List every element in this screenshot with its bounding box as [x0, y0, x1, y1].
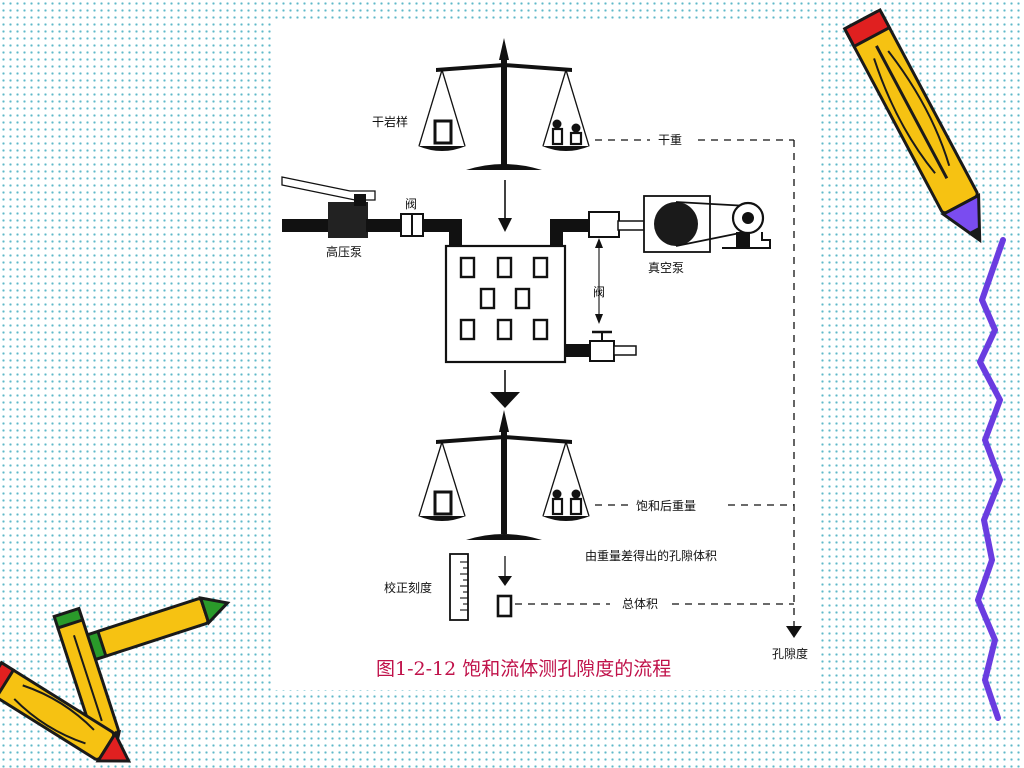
label-total-volume: 总体积	[622, 597, 658, 611]
vacuum-pump-icon	[643, 195, 771, 253]
pencil-icon	[82, 596, 231, 663]
figure-caption: 图1-2-12 饱和流体测孔隙度的流程	[376, 658, 671, 680]
saturation-chamber	[444, 244, 637, 364]
label-pore-volume: 由重量差得出的孔隙体积	[585, 548, 717, 563]
down-arrow-icon	[498, 218, 512, 232]
label-valve-side: 阀	[593, 285, 605, 299]
dashed-connectors	[515, 139, 795, 628]
decorative-wave	[975, 237, 1006, 721]
weights-icon	[551, 489, 583, 516]
pencil-icon	[0, 660, 132, 763]
valve-side-icon	[589, 340, 615, 362]
down-arrow-icon	[490, 392, 520, 408]
calibrated-scale-icon	[449, 553, 469, 621]
label-saturated-weight: 饱和后重量	[636, 498, 696, 513]
total-volume-sample-icon	[496, 594, 513, 618]
pencil-icon	[842, 7, 982, 244]
dry-sample-icon	[433, 119, 453, 145]
label-dry-sample: 干岩样	[372, 114, 408, 129]
pipes	[281, 176, 771, 253]
weights-icon	[551, 119, 583, 146]
balance-top	[418, 38, 590, 170]
label-high-pressure-pump: 高压泵	[326, 244, 362, 259]
label-porosity: 孔隙度	[772, 646, 808, 661]
label-calibrated-scale: 校正刻度	[384, 580, 432, 595]
balance-bottom	[418, 410, 590, 540]
label-valve-top: 阀	[405, 197, 417, 211]
label-vacuum-pump: 真空泵	[648, 261, 684, 275]
down-arrow-icon	[786, 626, 802, 638]
saturated-sample-icon	[433, 490, 453, 516]
label-dry-weight: 干重	[658, 133, 682, 147]
high-pressure-pump-icon	[328, 202, 368, 238]
